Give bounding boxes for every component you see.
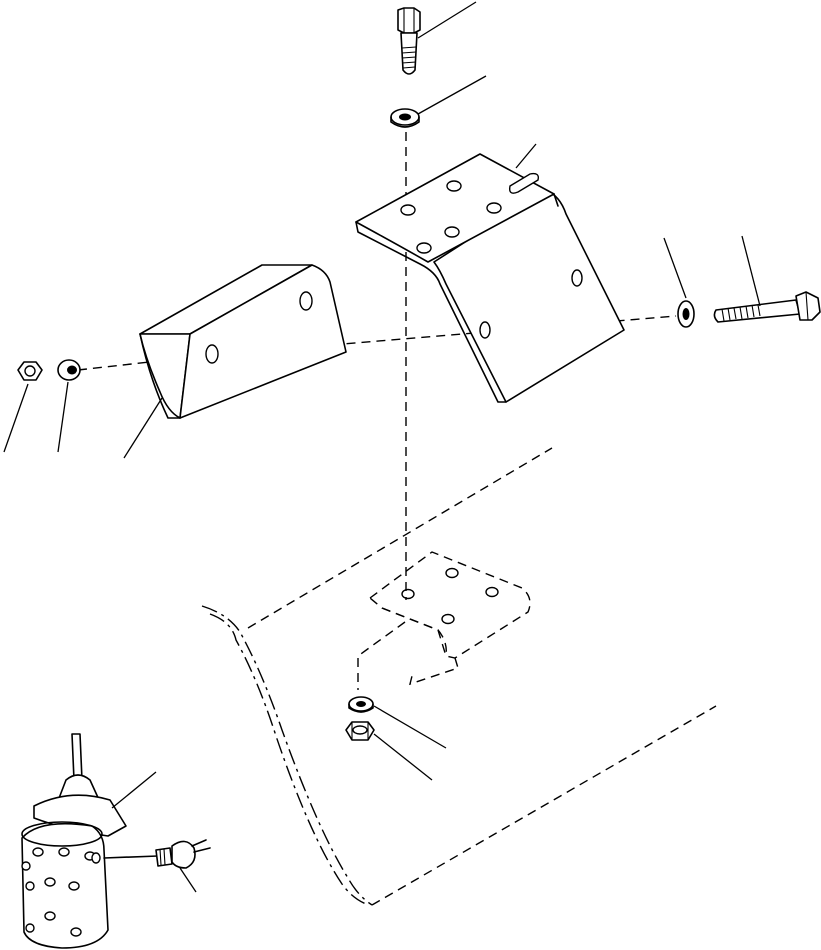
leader-lines bbox=[3, 1, 761, 893]
top-washer bbox=[390, 108, 420, 128]
plate-holes bbox=[401, 567, 499, 625]
joystick-control-valve bbox=[21, 733, 159, 949]
right-washer bbox=[677, 300, 695, 328]
bottom-washer bbox=[348, 696, 374, 713]
valve-connector bbox=[155, 839, 211, 869]
left-washer bbox=[57, 359, 81, 381]
valve-ports bbox=[21, 847, 101, 937]
frame-outline bbox=[201, 447, 717, 906]
frame-mount-plate bbox=[357, 551, 531, 690]
switch-box bbox=[139, 264, 347, 419]
top-bolt bbox=[397, 7, 421, 75]
box-hole-top bbox=[299, 291, 313, 311]
mounting-bracket bbox=[355, 153, 625, 403]
left-nut bbox=[17, 361, 43, 381]
bottom-nut bbox=[345, 721, 375, 741]
long-bolt bbox=[713, 291, 821, 323]
bracket-holes bbox=[400, 172, 583, 339]
box-hole-front bbox=[205, 344, 219, 364]
